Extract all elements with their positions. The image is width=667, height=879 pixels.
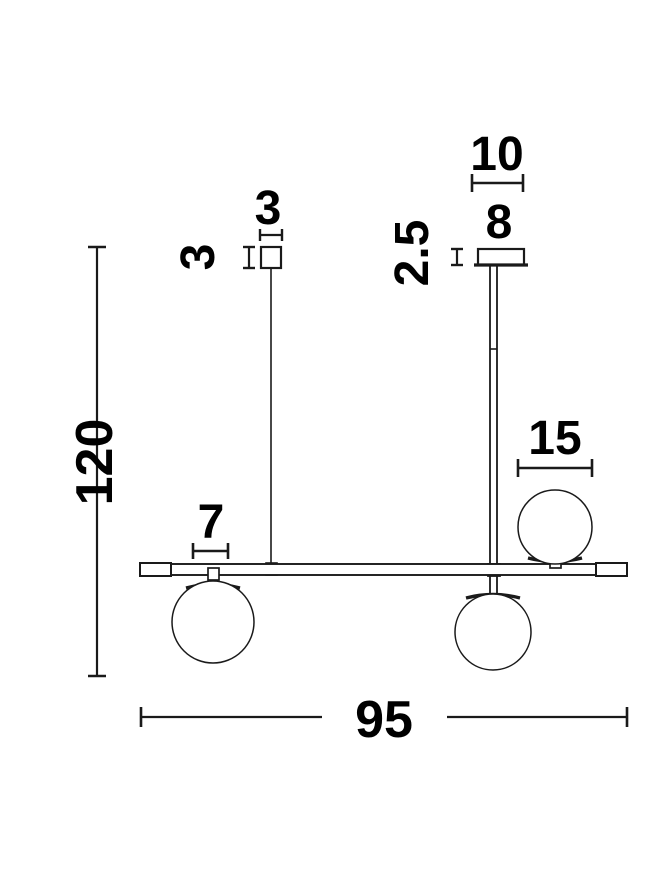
dimension-label-width-95: 95 xyxy=(355,691,413,749)
horizontal-bar xyxy=(139,562,628,577)
dimension-label-height-120: 120 xyxy=(66,419,124,506)
dimension-label-box-height-3: 3 xyxy=(172,244,225,271)
globe-left xyxy=(171,567,255,664)
globe-middle xyxy=(454,592,532,671)
dimension-canopy-10 xyxy=(470,174,525,192)
dimension-label-canopy-10: 10 xyxy=(470,128,523,181)
dimension-bar-offset-7 xyxy=(191,543,230,559)
ceiling-canopy xyxy=(474,247,528,267)
dimension-label-bar-offset-7: 7 xyxy=(198,496,225,549)
dimension-globe-15 xyxy=(516,459,594,477)
globe-right xyxy=(517,489,593,569)
ceiling-junction-box xyxy=(259,245,283,270)
dimension-box-height-3 xyxy=(243,245,255,270)
dimension-height-120 xyxy=(88,245,106,678)
dimension-label-canopy-8: 8 xyxy=(486,196,513,249)
dimension-canopy-height-2-5 xyxy=(451,247,463,267)
dimension-box-width-3 xyxy=(258,229,284,241)
dimension-label-canopy-height-2-5: 2.5 xyxy=(386,220,439,287)
dimension-width-95 xyxy=(139,707,629,727)
dimension-label-box-width-3: 3 xyxy=(255,182,282,235)
dimension-label-globe-15: 15 xyxy=(528,412,581,465)
